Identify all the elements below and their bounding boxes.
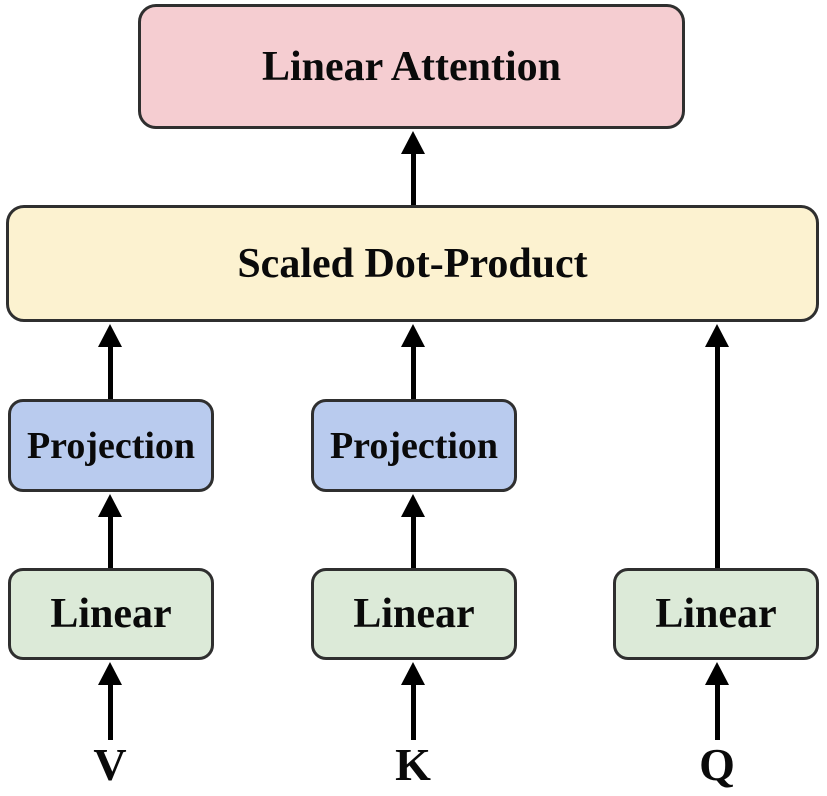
scaled-dot-product-box: Scaled Dot-Product — [6, 205, 819, 322]
scaled-dot-product-label: Scaled Dot-Product — [237, 240, 588, 287]
linear-attention-label: Linear Attention — [261, 43, 562, 90]
arrow-linear-v-to-projection — [98, 494, 122, 568]
arrowhead-up-icon — [401, 494, 425, 517]
arrow-linear-k-to-projection — [401, 494, 425, 568]
arrowhead-up-icon — [98, 662, 122, 685]
arrowhead-up-icon — [401, 131, 425, 154]
arrow-shaft — [410, 344, 416, 399]
arrowhead-up-icon — [401, 662, 425, 685]
arrow-input-q — [705, 662, 729, 740]
linear-label: Linear — [50, 591, 172, 637]
arrow-input-k — [401, 662, 425, 740]
arrow-input-v — [98, 662, 122, 740]
projection-box-v: Projection — [8, 399, 214, 492]
linear-box-k: Linear — [311, 568, 517, 660]
arrowhead-up-icon — [401, 324, 425, 347]
projection-label: Projection — [329, 424, 499, 467]
arrow-dotproduct-to-attention — [401, 131, 425, 205]
projection-label: Projection — [26, 424, 196, 467]
arrow-projection-v-to-dotproduct — [98, 324, 122, 399]
input-label-q: Q — [699, 739, 735, 790]
arrow-shaft — [410, 151, 416, 205]
linear-box-v: Linear — [8, 568, 214, 660]
arrowhead-up-icon — [705, 662, 729, 685]
linear-box-q: Linear — [613, 568, 819, 660]
arrow-shaft — [107, 682, 113, 740]
input-label-k: K — [395, 739, 431, 790]
arrow-shaft — [107, 514, 113, 568]
arrowhead-up-icon — [98, 324, 122, 347]
arrowhead-up-icon — [705, 324, 729, 347]
linear-label: Linear — [655, 591, 777, 637]
arrow-shaft — [410, 514, 416, 568]
arrow-shaft — [410, 682, 416, 740]
arrow-linear-q-to-dotproduct — [705, 324, 729, 568]
arrowhead-up-icon — [98, 494, 122, 517]
linear-label: Linear — [353, 591, 475, 637]
arrow-shaft — [714, 344, 720, 568]
projection-box-k: Projection — [311, 399, 517, 492]
linear-attention-box: Linear Attention — [138, 4, 685, 129]
arrow-shaft — [714, 682, 720, 740]
arrow-projection-k-to-dotproduct — [401, 324, 425, 399]
input-label-v: V — [93, 739, 127, 790]
arrow-shaft — [107, 344, 113, 399]
